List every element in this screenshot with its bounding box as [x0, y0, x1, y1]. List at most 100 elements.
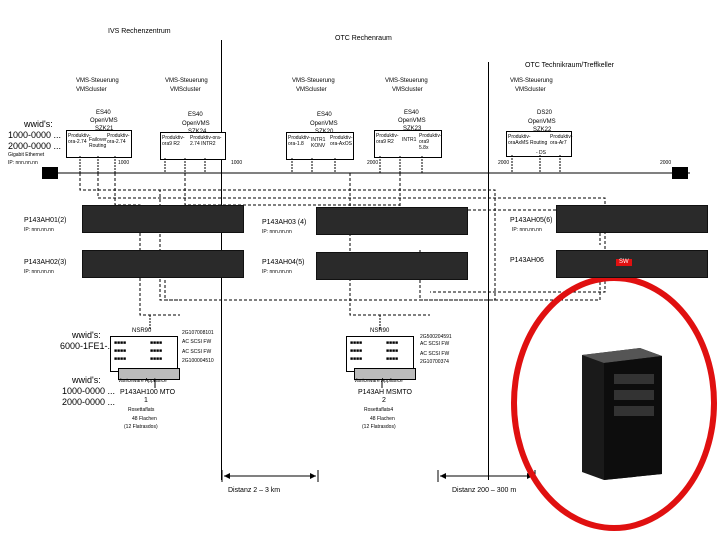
appliance-unit [118, 368, 180, 380]
vms-steuerung-label: VMS-Steuerung [385, 78, 428, 84]
arrow-head [224, 473, 230, 479]
san-port: ■■■■ [114, 356, 127, 362]
san-library-name: P143AH100 MTO [120, 389, 176, 396]
storage-name: P143AH01(2) [24, 217, 67, 225]
storage-name: P143AH02(3) [24, 259, 67, 267]
site-header-ivs: IVS Rechenzentrum [108, 28, 171, 35]
server-model: ES40 [188, 112, 203, 118]
server-role-mid: INTR1 [402, 137, 417, 143]
server-role-left: Produktiv-ora-2.74 [68, 133, 91, 145]
san-library-name: P143AH MSMTO [358, 389, 412, 396]
server-role-mid: Failover Routing [89, 137, 107, 149]
vms-steuerung-label: VMS-Steuerung [76, 78, 119, 84]
site-header-otc-rechenraum: OTC Rechenraum [335, 35, 392, 42]
gigabit-ethernet-label: Gigabit Ethernet [8, 152, 45, 158]
server-os: OpenVMS [182, 121, 210, 127]
vms-cluster-label: VMScluster [392, 87, 423, 93]
server-role-mid: INTR1 KONV [311, 137, 326, 149]
fibre-loop-b [97, 173, 606, 293]
server-box [286, 132, 354, 160]
storage-name: P143AH04(5) [262, 259, 305, 267]
storage-unit-2 [82, 250, 244, 278]
appliance-unit [354, 368, 416, 380]
san-port: ■■■■ [114, 348, 127, 354]
storage-unit-6 [556, 250, 708, 278]
vms-cluster-label: VMScluster [76, 87, 107, 93]
storage-unit-4 [316, 252, 468, 280]
san-port: ■■■■ [150, 348, 163, 354]
san-port: ■■■■ [350, 340, 363, 346]
server-role-left: Produktiv-ora9 R2 [162, 135, 185, 147]
wwids-value: 2000-0000 ... [62, 397, 116, 407]
vms-steuerung-label: VMS-Steuerung [510, 78, 553, 84]
storage-ip: IP: nnn.nn.nn [262, 269, 292, 275]
san-id: AC SCSI FW [182, 339, 212, 345]
server-os: OpenVMS [90, 118, 118, 124]
san-title: NSR90 [132, 328, 152, 334]
server-model: ES40 [96, 110, 111, 116]
san-sub: (12 Flatrasdos) [362, 424, 396, 430]
server-box [66, 130, 132, 158]
san-sub: Rosettaflats4 [364, 407, 394, 413]
server-model: ES40 [317, 112, 332, 118]
san-port: ■■■■ [350, 348, 363, 354]
arrow-head [440, 473, 446, 479]
server-role-right: Produktiv-ora9 5.8x [419, 133, 442, 151]
san-library-num: 1 [144, 397, 148, 404]
vms-cluster-label: VMScluster [515, 87, 546, 93]
server-role-right: Produktiv-ora-2.74 [107, 133, 130, 145]
wwids-value: 1000-0000 ... [8, 130, 62, 140]
arrow-head [310, 473, 316, 479]
wwids-label: wwid's: [72, 330, 101, 340]
server-role-left: Produktiv-ora9 R2 [376, 133, 399, 145]
site-separator-2 [488, 62, 489, 480]
san-port: ■■■■ [350, 356, 363, 362]
vms-steuerung-label: VMS-Steuerung [165, 78, 208, 84]
storage-ip: IP: nnn.nn.nn [512, 227, 542, 233]
san-library-num: 2 [382, 397, 386, 404]
switch-badge: SW [616, 259, 632, 266]
server-id: SZK21 [95, 126, 114, 132]
wwids-value: 6000-1FE1-... [60, 341, 116, 351]
distance-label-1: Distanz 2 – 3 km [228, 487, 281, 494]
san-port: ■■■■ [386, 348, 399, 354]
vms-cluster-label: VMScluster [170, 87, 201, 93]
vms-steuerung-label: VMS-Steuerung [292, 78, 335, 84]
appliance-label: Vaniceware Appliance [118, 378, 167, 384]
wwids-label: wwid's: [72, 375, 101, 385]
server-role-mid: Routing [530, 140, 548, 146]
san-port: ■■■■ [150, 356, 163, 362]
san-sub: Rosettaflats [128, 407, 155, 413]
appliance-label: Vaniceware Appliance [354, 378, 403, 384]
server-box [506, 131, 572, 157]
server-role-right: Produktiv-ora-Ar7 [550, 134, 573, 146]
server-os: OpenVMS [310, 121, 338, 127]
fibre-loop-c [114, 173, 180, 316]
ethernet-terminator-left [42, 167, 58, 179]
fibre-loop-a [79, 173, 496, 301]
wwids-label: wwid's: [24, 119, 53, 129]
san-port: ■■■■ [114, 340, 127, 346]
fibre-loop-e [184, 173, 400, 206]
highlight-circle [511, 275, 717, 531]
san-id: AC SCSI FW [182, 349, 212, 355]
san-id: 2G100004510 [182, 358, 214, 364]
storage-unit-1 [82, 205, 244, 233]
wwids-value: 1000-0000 ... [62, 386, 116, 396]
san-sub: 48 Flachen [132, 416, 157, 422]
server-role-left: Produktiv-oraAxMS [508, 134, 531, 146]
server-os: OpenVMS [398, 118, 426, 124]
server-id: SZK22 [533, 127, 552, 133]
server-box [160, 132, 226, 160]
port-label: 2000 [660, 160, 672, 166]
storage-name: P143AH06 [510, 257, 544, 265]
site-header-otc-technikraum: OTC Technikraum/Treffkeller [525, 62, 614, 69]
san-id: 2G107008101 [182, 330, 214, 336]
san-title: NSR90 [370, 328, 390, 334]
storage-ip: IP: nnn.nn.nn [262, 229, 292, 235]
vms-cluster-label: VMScluster [296, 87, 327, 93]
storage-ip: IP: nnn.nn.nn [24, 227, 54, 233]
port-label: 2000 [498, 160, 510, 166]
fibre-loop-d [349, 173, 430, 316]
